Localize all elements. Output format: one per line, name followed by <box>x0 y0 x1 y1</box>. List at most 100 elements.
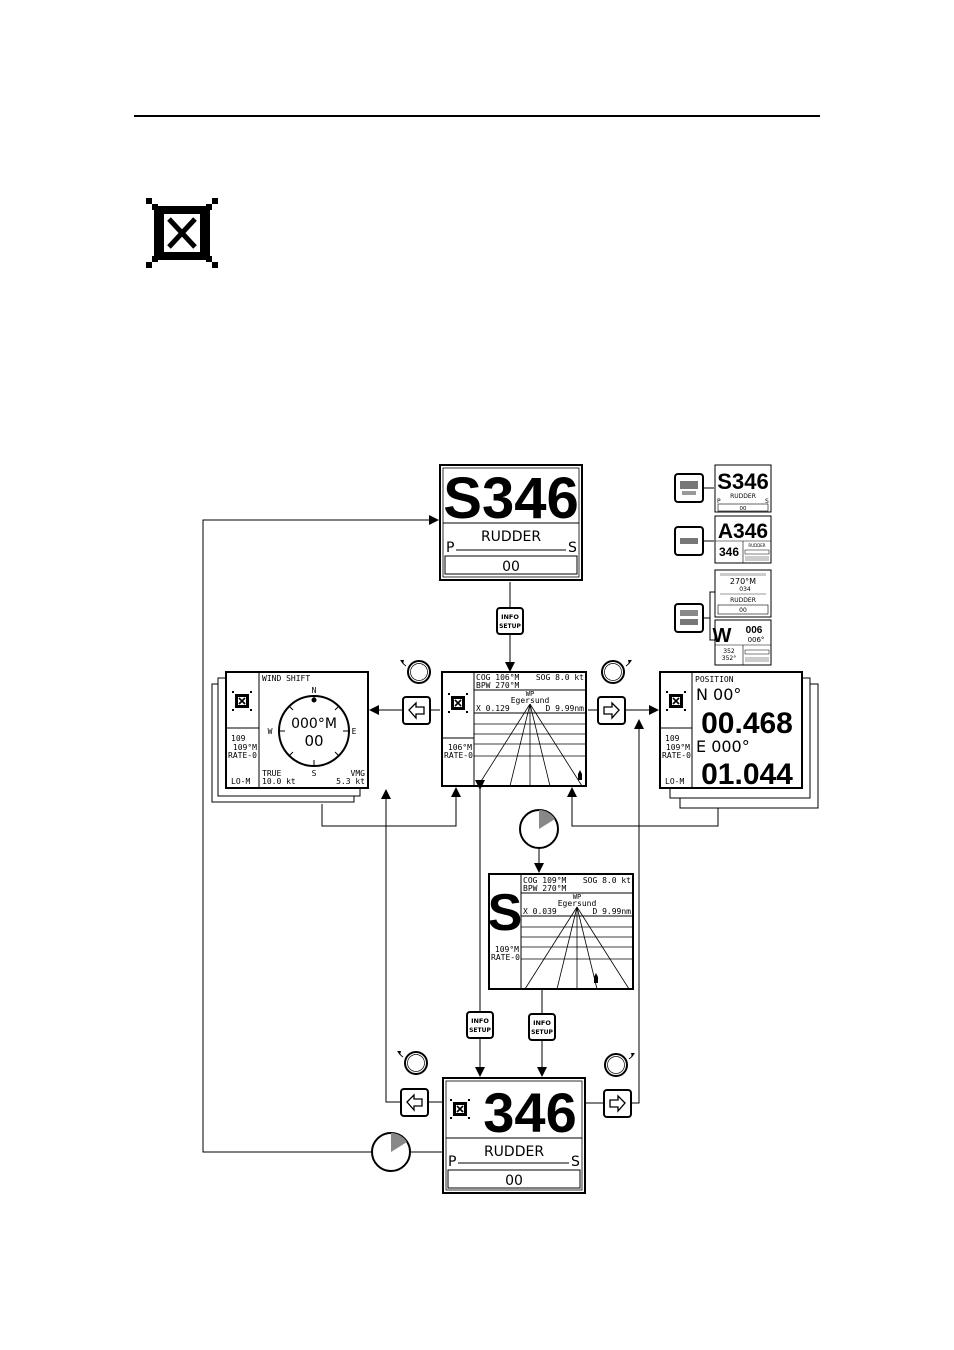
thumb-stbd: S <box>765 498 769 505</box>
info-setup-button[interactable]: INFO SETUP <box>496 607 524 635</box>
thumb-label: RUDDER <box>730 493 756 500</box>
auto-mode-button[interactable] <box>674 526 704 556</box>
west-label: W <box>268 727 273 736</box>
east-label: E <box>352 727 357 736</box>
info-label: INFO <box>533 1019 551 1027</box>
setup-label: SETUP <box>531 1029 553 1036</box>
latitude-degrees: N 00° <box>696 685 741 704</box>
bottom-right-arrow-button[interactable] <box>603 1089 632 1118</box>
xte-readout: X 0.129 <box>476 704 510 713</box>
distance-readout: D 9.99nm <box>592 907 631 916</box>
thumb-d: 352° <box>722 655 736 662</box>
wind-value: 00 <box>304 732 323 750</box>
bottom-rotary-knob-right[interactable] <box>604 1053 635 1077</box>
thumb-value: 00 <box>740 506 747 512</box>
heading-1: 109 <box>665 734 680 743</box>
latitude-minutes: 00.468 <box>701 707 793 740</box>
heading-readout: 109°M <box>495 945 519 954</box>
thumbnail-nav: 270°M 034 RUDDER 00 <box>714 569 772 618</box>
cog-readout: COG 106°M <box>476 673 520 682</box>
thumb-heading: A346 <box>718 520 768 543</box>
nav-screen-middle: S COG 109°M SOG 8.0 kt BPW 270°M WP Eger… <box>488 873 634 990</box>
rate-readout: RATE-0 <box>444 751 473 760</box>
info-label: INFO <box>471 1017 489 1025</box>
starboard-label: S <box>571 1154 580 1170</box>
thumb-b: 006° <box>748 636 765 644</box>
port-label: P <box>446 540 454 556</box>
port-label: P <box>448 1154 456 1170</box>
position-title: POSITION <box>695 675 734 684</box>
longitude-degrees: E 000° <box>696 737 750 756</box>
wp-label: WP <box>526 690 534 698</box>
mode-letter: S <box>488 884 523 942</box>
thumbnail-wind: W 006 006° 352 352° <box>713 619 772 666</box>
mode-readout: LO-M <box>665 777 684 786</box>
nav-wind-mode-button[interactable] <box>674 603 704 633</box>
wp-name: Egersund <box>558 899 597 908</box>
true-wind-value: 10.0 kt <box>262 777 296 786</box>
thumbnail-auto: A346 346 RUDDER <box>714 515 772 564</box>
thumb-heading: S346 <box>717 469 768 494</box>
wind-shift-screen: WIND SHIFT N E S W 000°M 00 109 109°M RA… <box>211 671 369 803</box>
thumb-subheading: 346 <box>719 545 739 559</box>
thumb-label: RUDDER <box>730 597 756 604</box>
bpw-readout: BPW 270°M <box>523 884 567 893</box>
thumb-c: 352 <box>723 648 735 655</box>
thumb-mode: W <box>713 625 732 647</box>
rudder-label: RUDDER <box>484 1144 544 1160</box>
setup-label: SETUP <box>469 1027 491 1034</box>
heading-1: 109 <box>231 734 246 743</box>
south-label: S <box>312 769 317 778</box>
bpw-readout: BPW 270°M <box>476 681 520 690</box>
xte-readout: X 0.039 <box>523 907 557 916</box>
distance-readout: D 9.99nm <box>545 704 584 713</box>
vmg-label: VMG <box>351 769 366 778</box>
thumb-label: RUDDER <box>748 543 765 548</box>
bottom-rotary-knob-left[interactable] <box>397 1051 428 1075</box>
wind-shift-title: WIND SHIFT <box>262 674 310 683</box>
setup-label: SETUP <box>499 623 521 630</box>
wp-label: WP <box>573 893 581 901</box>
info-setup-button-right[interactable]: INFO SETUP <box>528 1013 556 1041</box>
rotary-knob-right[interactable] <box>601 660 632 684</box>
navigation-mode-icon <box>146 198 218 268</box>
info-setup-button-left[interactable]: INFO SETUP <box>466 1011 494 1039</box>
info-label: INFO <box>501 613 519 621</box>
standby-screen-top: S346 RUDDER P S 00 <box>439 464 583 581</box>
heading-2: 109°M <box>666 743 690 752</box>
thumb-port: P <box>717 498 721 505</box>
vmg-value: 5.3 kt <box>336 777 365 786</box>
sog-readout: SOG 8.0 kt <box>536 673 584 682</box>
thumb-a: 006 <box>746 625 763 636</box>
thumbnail-standby: S346 RUDDER P S 00 <box>714 464 772 513</box>
timer-icon <box>519 809 559 849</box>
cog-readout: COG 109°M <box>523 876 567 885</box>
north-label: N <box>312 686 317 695</box>
sog-readout: SOG 8.0 kt <box>583 876 631 885</box>
thumb-value: 00 <box>739 607 747 614</box>
thumb-val: 034 <box>739 586 751 593</box>
right-arrow-button[interactable] <box>597 696 626 725</box>
heading-readout: 346 <box>483 1081 576 1144</box>
nav-screen-center: COG 106°M SOG 8.0 kt BPW 270°M WP Egersu… <box>441 671 587 787</box>
rudder-label: RUDDER <box>481 529 541 545</box>
timer-icon-bottom <box>371 1132 411 1172</box>
main-screen-bottom: 346 RUDDER P S 00 <box>442 1077 586 1194</box>
standby-mode-button[interactable] <box>674 473 704 503</box>
wind-angle: 000°M <box>291 716 337 732</box>
true-wind-label: TRUE <box>262 769 281 778</box>
position-screen: POSITION N 00° 00.468 E 000° 01.044 109 … <box>659 671 819 809</box>
rate-readout: RATE-0 <box>491 953 520 962</box>
longitude-minutes: 01.044 <box>701 758 793 791</box>
bottom-left-arrow-button[interactable] <box>400 1088 429 1117</box>
rate-readout: RATE-0 <box>228 751 257 760</box>
mode-readout: LO-M <box>231 777 250 786</box>
starboard-label: S <box>568 540 577 556</box>
rate-readout: RATE-0 <box>662 751 691 760</box>
heading-2: 109°M <box>233 743 257 752</box>
left-arrow-button[interactable] <box>402 696 431 725</box>
thumb-hdg: 270°M <box>730 577 756 586</box>
rotary-knob-left[interactable] <box>400 660 431 684</box>
heading-readout: S346 <box>443 466 578 531</box>
